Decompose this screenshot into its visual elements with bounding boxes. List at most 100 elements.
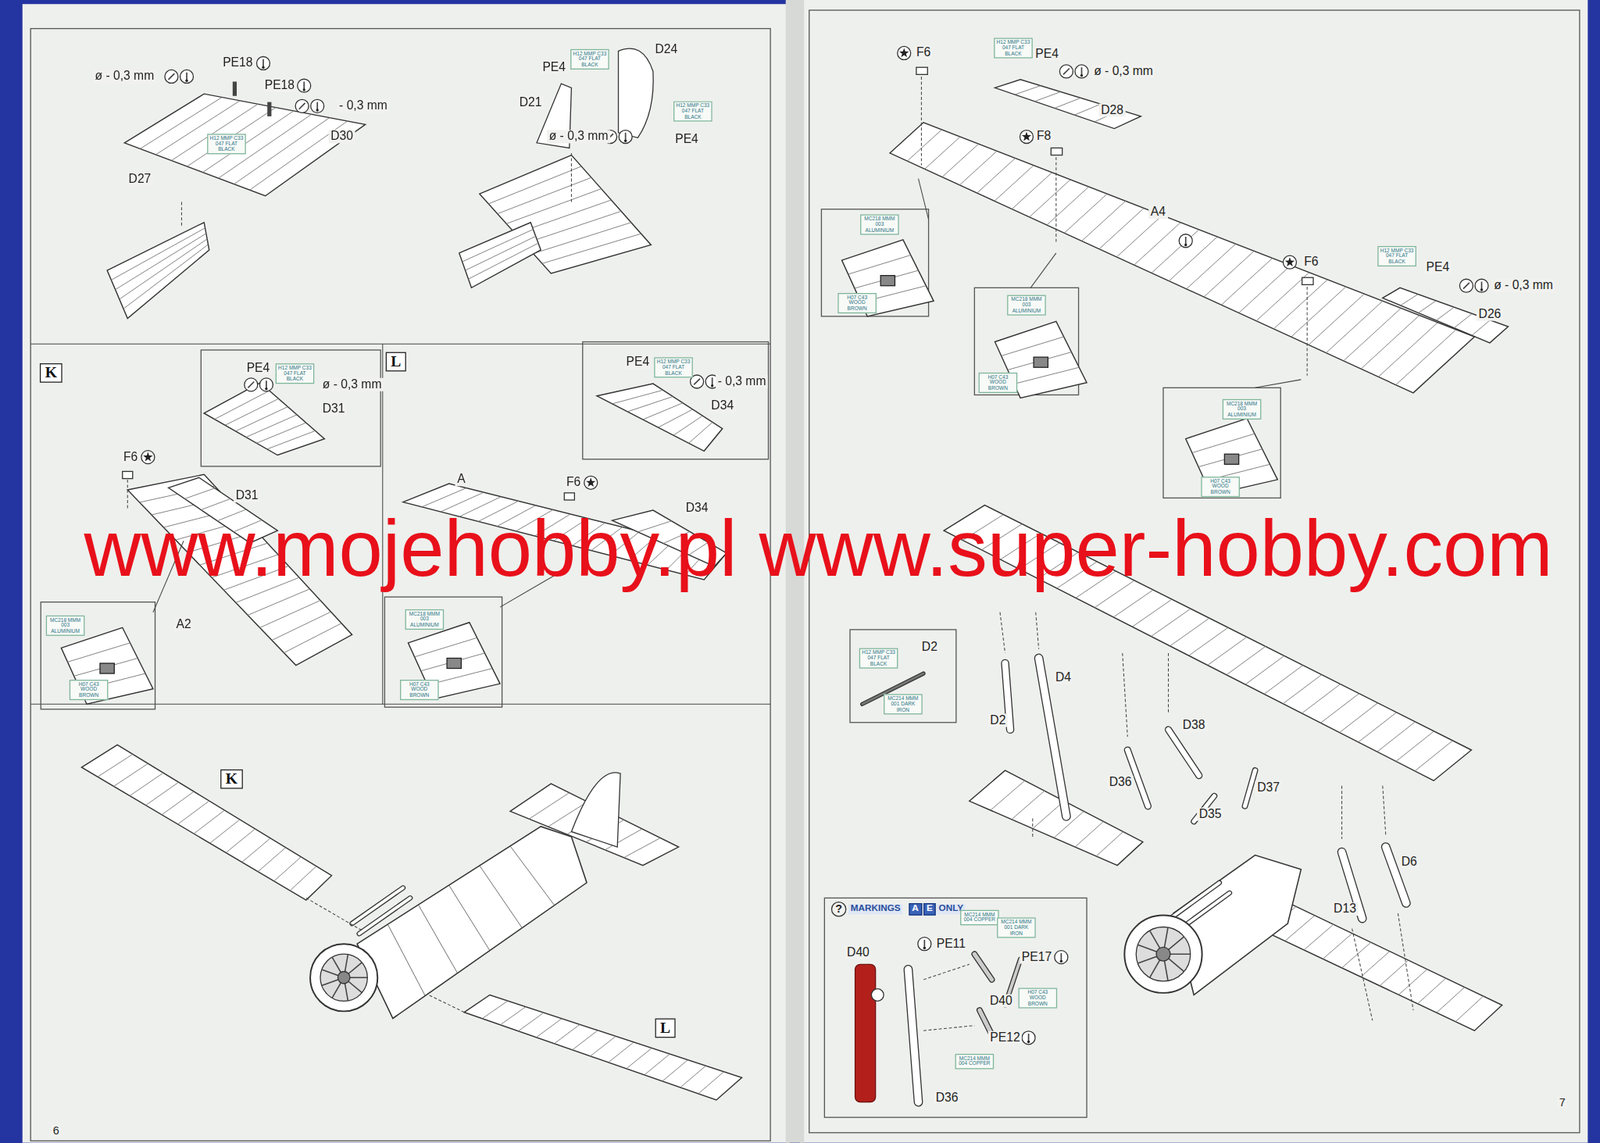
hatch-F8 — [1050, 147, 1062, 155]
fuselage-frame — [479, 865, 522, 929]
rib-line — [1285, 915, 1315, 942]
part-number: D27 — [126, 172, 154, 186]
star-shape — [585, 477, 596, 487]
assembly-line — [1341, 785, 1343, 840]
inspection-hatch — [100, 663, 115, 674]
assembly-line — [571, 153, 572, 203]
rib-line — [500, 1007, 526, 1025]
rib-line — [854, 270, 919, 289]
assembly-line — [181, 202, 183, 227]
rib-line — [421, 653, 486, 672]
part-number: D24 — [653, 42, 680, 57]
glue-icon — [1475, 278, 1489, 293]
rib-line — [1322, 933, 1353, 960]
part-number: PE18 — [262, 78, 297, 93]
fuselage-frame — [510, 846, 555, 906]
fitting — [871, 989, 884, 1002]
outline — [969, 770, 1143, 865]
drill-line — [693, 378, 700, 386]
rib-line — [528, 792, 569, 820]
rib-line — [414, 637, 478, 657]
rib-line — [119, 239, 208, 300]
rib-line — [246, 414, 297, 438]
outline — [81, 744, 332, 900]
part-number: D13 — [1331, 902, 1358, 916]
glue-dot — [923, 946, 926, 950]
drill-line — [1463, 282, 1470, 290]
part-number: D37 — [1255, 781, 1283, 795]
glue-dot — [1027, 1040, 1030, 1043]
part-number: A — [455, 472, 468, 486]
rib-line — [260, 600, 321, 628]
rib-line — [1273, 279, 1328, 329]
star-shape — [899, 47, 909, 58]
glue-dot — [303, 88, 306, 91]
rib-line — [1396, 329, 1457, 386]
assembly-line — [921, 76, 922, 166]
part-number: F6 — [1302, 255, 1322, 269]
star-icon — [141, 450, 155, 465]
rib-line — [1360, 951, 1390, 978]
inspection-hatch — [1224, 453, 1239, 465]
assembly-line — [1352, 928, 1373, 1022]
rib-line — [1054, 97, 1081, 108]
fuselage-frame — [418, 904, 458, 974]
inspection-hatch — [880, 275, 895, 286]
aileron-D26 — [1382, 287, 1509, 343]
fitting-PE11 — [974, 953, 992, 980]
paint-callout: H12 MMP C33 047 FLAT BLACK — [570, 49, 610, 70]
paint-callout: MC214 MMM 001 DARK IRON — [883, 693, 923, 715]
star-shape — [1021, 131, 1032, 141]
rib-line — [657, 409, 693, 428]
part-number: PE4 — [244, 361, 272, 375]
rib-line — [1358, 712, 1397, 743]
rib-line — [1339, 703, 1379, 733]
glue-dot — [261, 66, 265, 69]
rib-line — [1170, 617, 1210, 647]
gun-barrel — [359, 897, 411, 934]
step-letter: K — [225, 770, 238, 787]
rib-line — [1301, 684, 1340, 714]
paint-callout: MC214 MMM 004 COPPER — [960, 910, 1000, 925]
part-number: D36 — [1107, 775, 1134, 790]
rib-line — [1074, 103, 1101, 115]
rib-line — [74, 657, 139, 676]
rib-line — [1034, 92, 1061, 102]
rib-line — [925, 136, 961, 169]
rib-line — [256, 422, 306, 443]
marking-letter: A — [908, 903, 922, 916]
inset-frame — [384, 596, 502, 708]
outline — [124, 93, 365, 197]
rib-line — [612, 389, 664, 404]
pe-icon — [917, 937, 932, 951]
rib-line — [225, 398, 279, 425]
paint-callout: H07 C43 WOOD BROWN — [1200, 476, 1240, 497]
pe-icon — [297, 78, 311, 93]
pe-icon — [256, 56, 270, 70]
rib-line — [1245, 655, 1285, 685]
paint-callout: MC218 MMM 003 ALUMINIUM — [405, 609, 445, 630]
rib-line — [247, 589, 310, 616]
rib-line — [1192, 433, 1255, 453]
wing-K — [81, 744, 332, 900]
rib-line — [1134, 222, 1182, 265]
rib-line — [257, 847, 286, 872]
rib-line — [1113, 589, 1154, 618]
rib-line — [497, 177, 592, 214]
part-number: A4 — [1148, 205, 1168, 219]
paint-callout: MC214 MMM 004 COPPER — [955, 1053, 995, 1069]
outline — [203, 382, 325, 456]
part-number: D31 — [320, 402, 347, 416]
rib-line — [626, 1047, 653, 1068]
strut-D40 — [855, 964, 876, 1102]
rib-line — [1189, 627, 1229, 656]
rib-line — [1264, 664, 1304, 694]
assembly-line — [1032, 816, 1033, 837]
rib-line — [234, 117, 330, 185]
rib-line — [673, 415, 703, 436]
engine-cowling — [1124, 915, 1202, 993]
assembly-line — [428, 994, 465, 1012]
part-number: D30 — [328, 129, 356, 143]
leader-line — [1030, 253, 1057, 288]
step-letter-box: L — [385, 352, 407, 372]
